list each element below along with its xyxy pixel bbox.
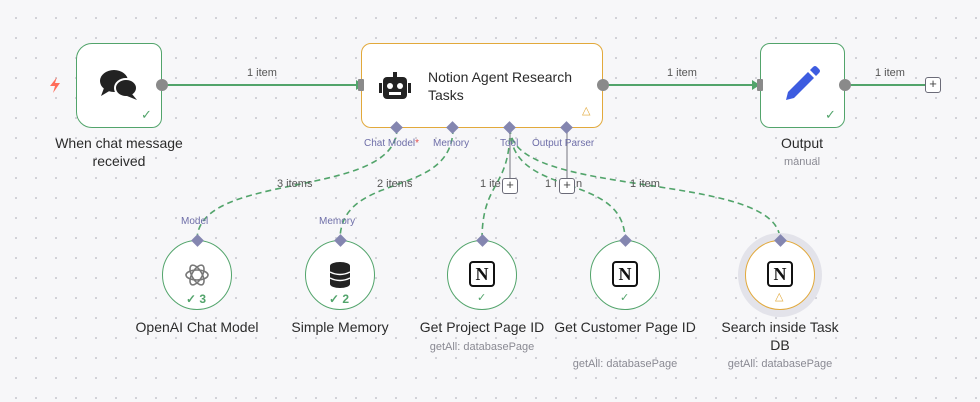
openai-label: OpenAI Chat Model [135, 319, 259, 335]
edge-count-label: 1 item [630, 178, 660, 190]
edge-count-label: n [576, 178, 583, 190]
edge-arrowhead [752, 80, 760, 90]
warning-icon: △ [582, 105, 591, 117]
trigger-label: When chat message received [55, 135, 183, 169]
trigger-bolt-icon [50, 77, 60, 93]
customer-subtitle: getAll: databasePage [572, 358, 678, 370]
edge-count-label: 1 item [667, 67, 697, 79]
memory-port-label: Memory [433, 138, 470, 149]
edge-count-label: 3 items [277, 178, 313, 190]
customer-node[interactable]: N ✓ [590, 240, 660, 310]
success-check-icon: ✓ [620, 292, 630, 304]
success-check-icon: ✓ [825, 107, 836, 122]
memory-node[interactable]: ✓ 2 [305, 240, 375, 310]
output-subtitle: manual [783, 156, 821, 168]
agent-input-handle[interactable] [358, 79, 364, 91]
trigger-node[interactable]: ✓ [76, 43, 162, 128]
search-node[interactable]: N △ [745, 240, 815, 310]
agent-label: Notion Agent Research Tasks [428, 69, 572, 103]
warning-icon: △ [775, 291, 784, 303]
edge-memory [339, 127, 454, 241]
memory-input-label: Memory [319, 216, 356, 227]
output-node[interactable]: ✓ [760, 43, 845, 128]
openai-icon [185, 264, 209, 286]
agent-output-handle[interactable] [597, 79, 609, 91]
edge-model [196, 127, 398, 241]
edge-count-label: 1 i [545, 178, 557, 190]
edge-count-label: 1 ite [480, 178, 501, 190]
project-subtitle: getAll: databasePage [429, 341, 535, 353]
notion-icon: N [612, 261, 638, 287]
edge-count-label: 2 items [377, 178, 413, 190]
edge-count-label: 1 item [875, 67, 905, 79]
pencil-icon [786, 66, 820, 100]
output-input-handle[interactable] [757, 79, 763, 91]
customer-label: Get Customer Page ID [554, 319, 696, 335]
search-label: Search inside Task DB [721, 319, 839, 353]
robot-icon [379, 72, 411, 99]
notion-icon: N [767, 261, 793, 287]
success-check-icon: ✓ [477, 292, 487, 304]
edge-tool-customer [509, 127, 626, 241]
add-output-parser-button[interactable]: + [559, 178, 575, 194]
model-input-label: Model [181, 216, 209, 227]
output-output-handle[interactable] [839, 79, 851, 91]
notion-icon: N [469, 261, 495, 287]
run-count-badge: ✓ 2 [329, 292, 350, 306]
output-label: Output [780, 135, 824, 151]
project-label: Get Project Page ID [419, 319, 545, 335]
database-icon [329, 262, 351, 288]
agent-node[interactable]: Notion Agent Research Tasks △ [361, 43, 603, 128]
search-subtitle: getAll: databasePage [727, 358, 833, 370]
chat-bubbles-icon [100, 70, 138, 100]
add-tool-button[interactable]: + [502, 178, 518, 194]
memory-label: Simple Memory [291, 319, 389, 335]
project-node[interactable]: N ✓ [447, 240, 517, 310]
chat-model-port-label: Chat Model* [364, 138, 420, 149]
trigger-output-handle[interactable] [156, 79, 168, 91]
tool-port-label: Tool [500, 138, 519, 149]
add-node-button[interactable]: + [925, 77, 941, 93]
edge-count-label: 1 item [247, 67, 277, 79]
run-count-badge: ✓ 3 [186, 292, 207, 306]
edge-tool-search [509, 127, 781, 241]
openai-node[interactable]: ✓ 3 [162, 240, 232, 310]
success-check-icon: ✓ [141, 107, 152, 122]
output-parser-port-label: Output Parser [532, 138, 595, 149]
